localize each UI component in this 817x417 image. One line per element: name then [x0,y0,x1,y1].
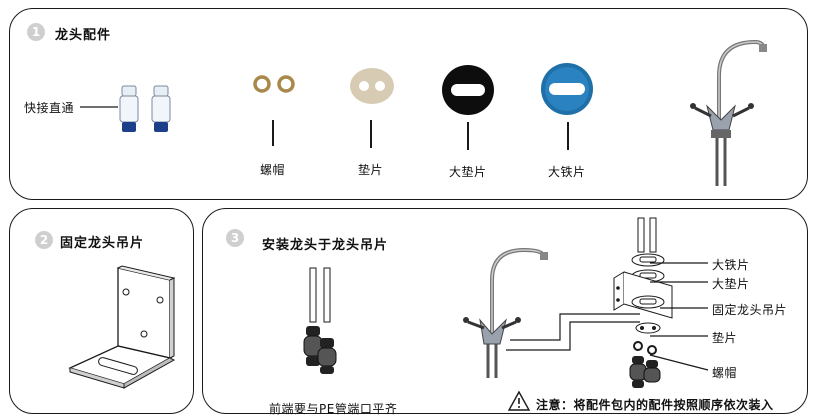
label-large-gasket: 大垫片 [449,165,487,179]
step-badge-3: 3 [226,229,244,247]
label-nut: 螺帽 [260,163,286,177]
warning-text: 注意：将配件包内的配件按照顺序依次装入 [536,398,774,412]
large-iron-plate-icon [541,63,593,115]
panel2-title: 固定龙头吊片 [60,236,145,251]
panel-install-faucet [202,208,808,414]
nut-leader-line [272,120,274,146]
assembly-guide-lines [506,313,640,351]
step-badge-2: 2 [35,231,53,249]
large-gasket-leader-line [467,122,469,150]
warning-icon [507,390,531,411]
callout-lines [649,262,709,371]
label-large-iron-plate: 大铁片 [548,165,586,179]
step-badge-1: 1 [27,23,45,41]
nut-icon [253,75,295,93]
connector-leader-line [80,106,118,108]
large-iron-leader-line [567,122,569,150]
panel3-title: 安装龙头于龙头吊片 [262,238,389,253]
faucet-bracket-icon [68,265,176,389]
pe-pipe-connector-icon [303,267,337,374]
quick-connector-icon [119,85,171,132]
callout-bracket: 固定龙头吊片 [712,303,788,317]
callout-large-gasket: 大垫片 [712,277,750,291]
exploded-assembly-icon [613,217,673,388]
label-gasket: 垫片 [358,163,384,177]
callout-nut: 螺帽 [712,366,738,380]
large-gasket-icon [442,65,494,115]
callout-large-iron-plate: 大铁片 [712,258,750,272]
faucet-assembly-icon [463,247,548,378]
panel-faucet-accessories [9,8,808,200]
callout-gasket: 垫片 [712,331,738,345]
label-quick-connector: 快接直通 [24,101,75,115]
gasket-icon [350,68,394,104]
panel1-title: 龙头配件 [55,28,112,43]
gasket-leader-line [370,120,372,148]
pipe-flush-note: 前端要与PE管端口平齐 [269,402,398,416]
faucet-icon [690,39,767,186]
